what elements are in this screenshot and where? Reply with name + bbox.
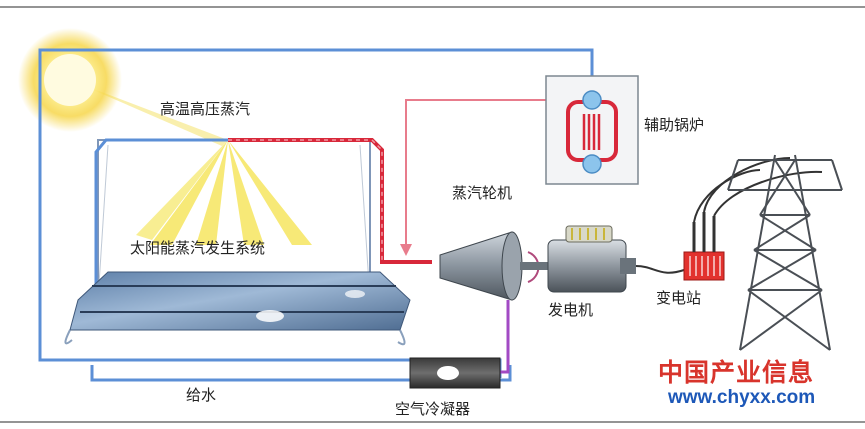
label-condenser: 空气冷凝器 — [395, 400, 471, 418]
auxiliary-boiler — [545, 75, 639, 185]
label-steam: 高温高压蒸汽 — [160, 100, 251, 118]
label-turbine: 蒸汽轮机 — [452, 184, 513, 202]
frame-lines — [0, 6, 865, 423]
power-cable — [635, 265, 685, 274]
sun-icon — [18, 28, 122, 132]
sunlight-beams — [70, 80, 312, 245]
air-condenser — [409, 357, 501, 389]
label-solar-system: 太阳能蒸汽发生系统 — [130, 239, 266, 257]
generator — [547, 225, 636, 293]
watermark-url: www.chyxx.com — [668, 387, 816, 408]
steam-pipe — [400, 99, 566, 256]
label-generator: 发电机 — [548, 301, 594, 319]
label-feedwater: 给水 — [186, 386, 217, 404]
substation — [683, 157, 823, 281]
solar-collector — [64, 138, 432, 346]
steam-turbine — [439, 231, 550, 301]
label-boiler: 辅助锅炉 — [644, 116, 705, 134]
transmission-tower-icon — [727, 154, 843, 351]
watermark-name: 中国产业信息 — [658, 358, 815, 387]
exhaust-pipe — [500, 300, 510, 374]
label-substation: 变电站 — [656, 289, 702, 307]
